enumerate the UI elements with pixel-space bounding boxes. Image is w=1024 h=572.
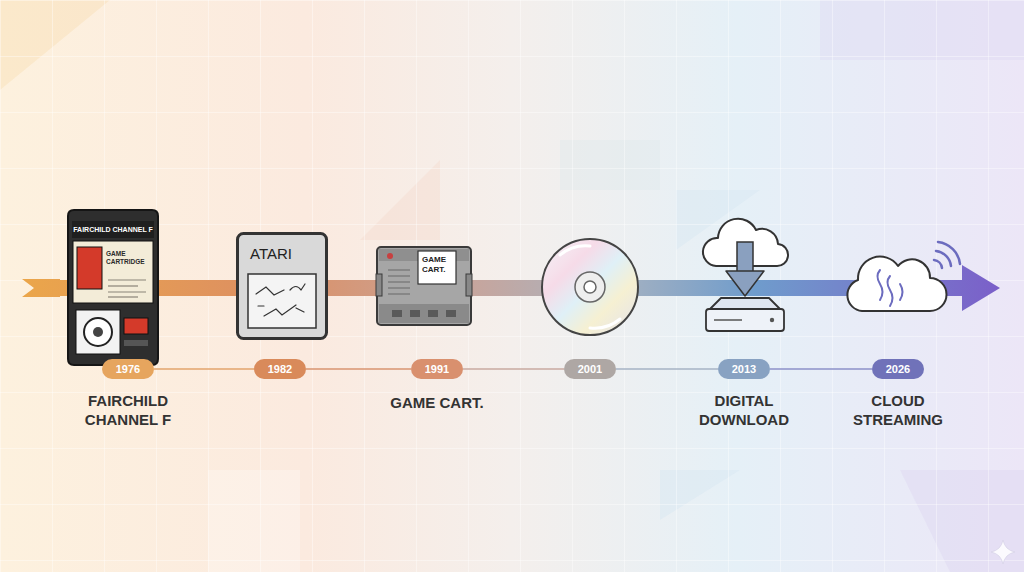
cartridge-red-tab [124, 318, 148, 334]
artwork-sketch [256, 287, 284, 295]
year-text: 2026 [872, 359, 924, 379]
cd-highlight [560, 246, 590, 255]
cartridge-ridge [388, 293, 410, 294]
cartridge-ridge [388, 287, 410, 288]
cartridge-slot [410, 310, 420, 317]
cd-icon [542, 239, 638, 335]
era-label: DIGITAL DOWNLOAD [689, 391, 799, 429]
stream-line [888, 276, 893, 306]
cartridge-body [377, 247, 471, 325]
year-text: 1976 [102, 359, 154, 379]
era-label: CLOUD STREAMING [843, 391, 953, 429]
label-fine-print [108, 279, 146, 280]
cd-hub [575, 272, 605, 302]
year-pill-shape [564, 359, 616, 379]
download-arrow-head [726, 271, 764, 296]
stream-line [900, 284, 903, 300]
year-pill-shape [872, 359, 924, 379]
cartridge-brand: ATARI [250, 245, 316, 263]
label-fine-print [108, 285, 138, 286]
year-pill: 1976 [102, 359, 154, 379]
cartridge-slot [428, 310, 438, 317]
stream-line [878, 270, 883, 300]
era-label: FAIRCHILD CHANNEL F [73, 391, 183, 429]
cartridge-slot [124, 340, 148, 346]
year-pill-shape [102, 359, 154, 379]
cartridge-body [68, 210, 158, 365]
cartridge-label-area [73, 241, 153, 303]
cartridge-label [418, 251, 456, 284]
artwork-sketch [290, 284, 305, 290]
signal-wave [936, 251, 951, 266]
timeline-connector [770, 368, 872, 370]
drive-slot [714, 319, 742, 321]
cartridge-reel-hub [93, 327, 103, 337]
arrow-shaft [58, 280, 966, 296]
cartridge-label-text: GAME CARTRIDGE [106, 250, 154, 266]
arrow-head [962, 265, 1000, 311]
cartridge-brand: FAIRCHILD CHANNEL F [70, 225, 156, 234]
cartridge-window [76, 310, 120, 354]
cartridge-grip [376, 274, 382, 296]
signal-wave [934, 260, 942, 268]
year-pill: 2026 [872, 359, 924, 379]
year-text: 2001 [564, 359, 616, 379]
year-pill: 1982 [254, 359, 306, 379]
cartridge-dot [387, 253, 393, 259]
cartridge-body [238, 234, 327, 339]
year-pill-shape [718, 359, 770, 379]
year-pill: 2013 [718, 359, 770, 379]
node-outline [68, 210, 158, 365]
fairchild-cartridge: FAIRCHILD CHANNEL F GAME CARTRIDGE [68, 210, 158, 365]
download-arrow-shaft [737, 242, 753, 272]
cartridge-ridge [388, 269, 410, 270]
cartridge-grip [466, 274, 472, 296]
year-pill: 2001 [564, 359, 616, 379]
signal-wave [938, 242, 960, 264]
year-pill: 1991 [411, 359, 463, 379]
cartridge-artwork-frame [248, 274, 316, 328]
drive-light [770, 318, 774, 322]
drive-top [710, 298, 780, 309]
timeline-connector [154, 368, 254, 370]
arrow-tail [22, 279, 60, 297]
year-pill-shape [254, 359, 306, 379]
year-text: 1982 [254, 359, 306, 379]
cloud-outline [847, 257, 946, 311]
cartridge-reel [84, 318, 112, 346]
cartridge-slot [446, 310, 456, 317]
snes-cartridge: GAME CART. [376, 246, 472, 326]
timeline-connector [463, 368, 564, 370]
timeline-connector [616, 368, 718, 370]
label-fine-print [108, 291, 146, 292]
year-text: 1991 [411, 359, 463, 379]
cartridge-bottom-strip [379, 304, 469, 323]
atari-cartridge: ATARI [236, 232, 328, 340]
drive-body [706, 309, 784, 331]
cartridge-red-panel [77, 247, 102, 289]
cd-hole [584, 281, 596, 293]
cartridge-label-text: GAME CART. [422, 255, 454, 275]
era-label: GAME CART. [372, 393, 502, 412]
sparkle-mark [991, 540, 1015, 564]
timeline-connector [306, 368, 411, 370]
year-pill-shape [411, 359, 463, 379]
cd-disc [542, 239, 638, 335]
cd-highlight [590, 319, 620, 328]
download-icon [703, 219, 788, 331]
year-text: 2013 [718, 359, 770, 379]
label-fine-print [108, 296, 138, 297]
cartridge-slot [392, 310, 402, 317]
artwork-sketch [264, 305, 296, 316]
streaming-icon [847, 242, 960, 311]
cartridge-ridge [388, 281, 410, 282]
cartridge-ridge [388, 275, 410, 276]
artwork-sketch [258, 306, 304, 312]
